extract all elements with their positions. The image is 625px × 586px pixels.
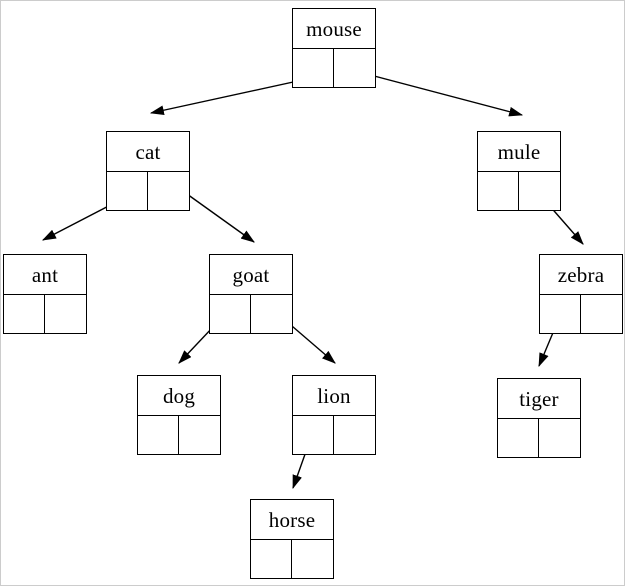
node-pointer-row bbox=[478, 172, 560, 210]
right-pointer-cell[interactable] bbox=[148, 172, 189, 210]
node-pointer-row bbox=[138, 416, 220, 454]
right-pointer-cell[interactable] bbox=[334, 49, 375, 87]
right-pointer-cell[interactable] bbox=[539, 419, 580, 457]
node-pointer-row bbox=[540, 295, 622, 333]
right-pointer-cell[interactable] bbox=[292, 540, 333, 578]
tree-node-cat[interactable]: cat bbox=[106, 131, 190, 211]
left-pointer-cell[interactable] bbox=[210, 295, 251, 333]
node-pointer-row bbox=[293, 416, 375, 454]
tree-node-goat[interactable]: goat bbox=[209, 254, 293, 334]
tree-node-dog[interactable]: dog bbox=[137, 375, 221, 455]
tree-node-lion[interactable]: lion bbox=[292, 375, 376, 455]
node-label: dog bbox=[138, 376, 220, 416]
right-pointer-cell[interactable] bbox=[251, 295, 292, 333]
tree-node-mouse[interactable]: mouse bbox=[292, 8, 376, 88]
left-pointer-cell[interactable] bbox=[478, 172, 519, 210]
node-pointer-row bbox=[293, 49, 375, 87]
left-pointer-cell[interactable] bbox=[4, 295, 45, 333]
right-pointer-cell[interactable] bbox=[179, 416, 220, 454]
right-pointer-cell[interactable] bbox=[45, 295, 86, 333]
edge-mouse-to-mule bbox=[358, 71, 524, 117]
left-pointer-cell[interactable] bbox=[251, 540, 292, 578]
tree-node-zebra[interactable]: zebra bbox=[539, 254, 623, 334]
node-label: zebra bbox=[540, 255, 622, 295]
node-label: mule bbox=[478, 132, 560, 172]
node-pointer-row bbox=[107, 172, 189, 210]
left-pointer-cell[interactable] bbox=[107, 172, 148, 210]
node-pointer-row bbox=[251, 540, 333, 578]
node-pointer-row bbox=[4, 295, 86, 333]
right-pointer-cell[interactable] bbox=[581, 295, 622, 333]
tree-node-tiger[interactable]: tiger bbox=[497, 378, 581, 458]
left-pointer-cell[interactable] bbox=[293, 416, 334, 454]
node-label: mouse bbox=[293, 9, 375, 49]
node-label: goat bbox=[210, 255, 292, 295]
tree-node-ant[interactable]: ant bbox=[3, 254, 87, 334]
node-label: ant bbox=[4, 255, 86, 295]
node-label: tiger bbox=[498, 379, 580, 419]
node-label: cat bbox=[107, 132, 189, 172]
node-pointer-row bbox=[498, 419, 580, 457]
left-pointer-cell[interactable] bbox=[293, 49, 334, 87]
left-pointer-cell[interactable] bbox=[540, 295, 581, 333]
left-pointer-cell[interactable] bbox=[138, 416, 179, 454]
node-pointer-row bbox=[210, 295, 292, 333]
left-pointer-cell[interactable] bbox=[498, 419, 539, 457]
right-pointer-cell[interactable] bbox=[519, 172, 560, 210]
tree-node-mule[interactable]: mule bbox=[477, 131, 561, 211]
tree-node-horse[interactable]: horse bbox=[250, 499, 334, 579]
right-pointer-cell[interactable] bbox=[334, 416, 375, 454]
node-label: horse bbox=[251, 500, 333, 540]
node-label: lion bbox=[293, 376, 375, 416]
